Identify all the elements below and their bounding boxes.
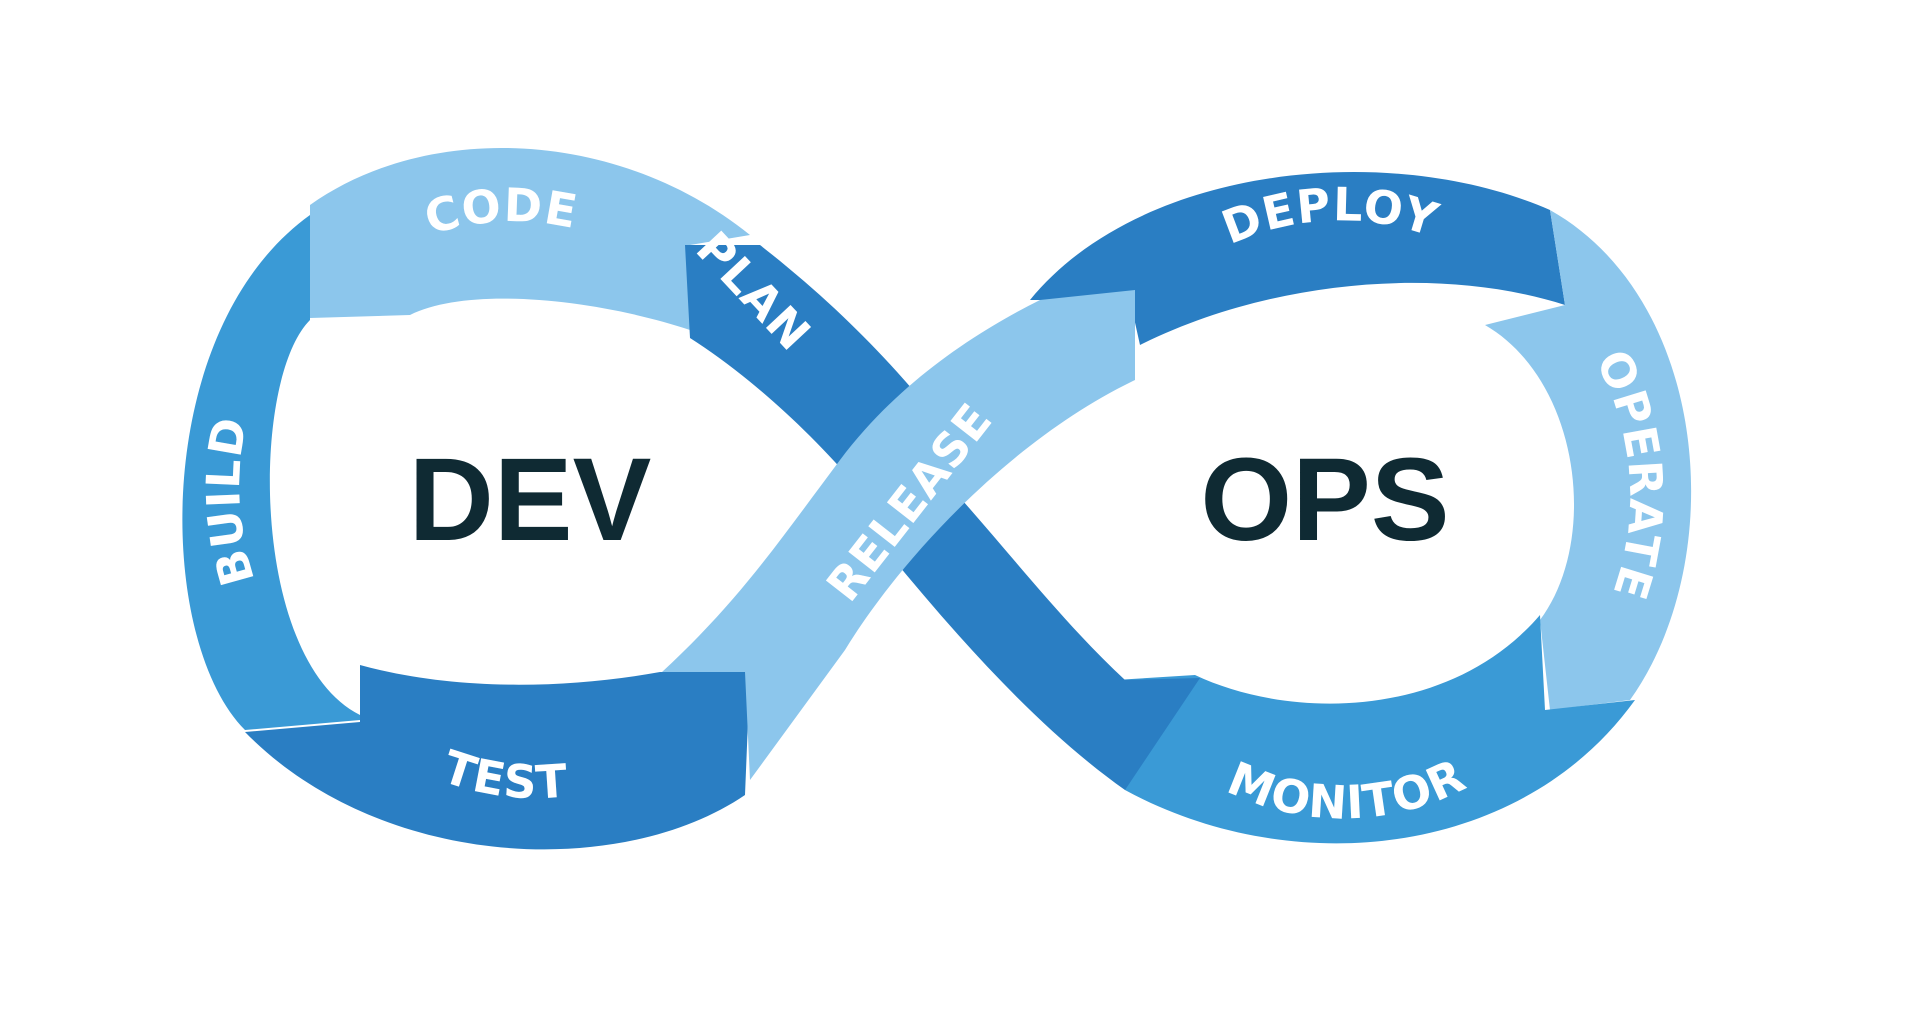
segment-deploy <box>1030 172 1565 345</box>
segment-build <box>182 215 360 730</box>
right-loop <box>890 172 1692 844</box>
segment-code <box>310 147 750 330</box>
segment-test <box>245 665 750 850</box>
segment-operate <box>1485 210 1692 710</box>
center-label-dev: DEV <box>409 434 652 566</box>
segment-crossing-lower <box>890 470 1200 790</box>
center-label-ops: OPS <box>1200 434 1449 566</box>
segment-monitor <box>1115 615 1635 844</box>
segment-release <box>662 290 1135 780</box>
